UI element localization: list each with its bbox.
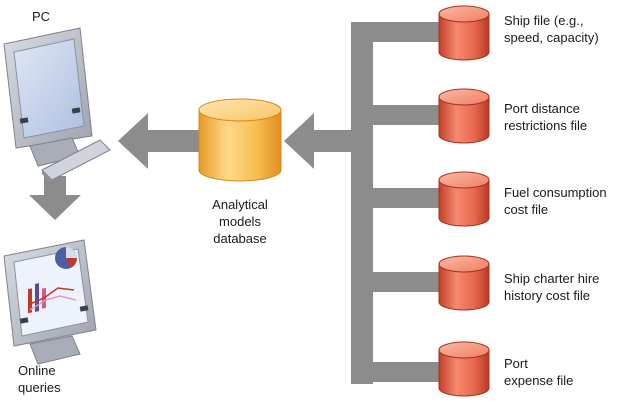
pc-icon [3, 27, 111, 184]
ship-charter-label: Ship charter hire history cost file [504, 271, 600, 303]
file-cylinder-icon [438, 171, 490, 227]
file-cylinder-icon [438, 255, 490, 311]
file-cylinder-icon [438, 5, 490, 61]
file-cylinder-icon [438, 88, 490, 144]
arrow-to-online-queries [29, 176, 81, 220]
port-expense-label: Port expense file [504, 356, 574, 388]
database-label: Analytical models database [212, 197, 268, 246]
connector-bus [351, 22, 439, 384]
arrow-to-pc [118, 113, 200, 169]
online-queries-label: Online queries [18, 363, 61, 395]
fuel-consumption-label: Fuel consumption cost file [504, 185, 607, 217]
port-distance-label: Port distance restrictions file [504, 101, 588, 133]
pc-label: PC [32, 9, 51, 24]
ship-file-label: Ship file (e.g., speed, capacity) [504, 13, 599, 45]
file-cylinder-icon [438, 341, 490, 397]
monitor-chart-icon [3, 239, 97, 365]
chart-pie [55, 247, 77, 269]
arrow-to-database [284, 113, 352, 169]
database-cylinder-icon [198, 98, 282, 182]
